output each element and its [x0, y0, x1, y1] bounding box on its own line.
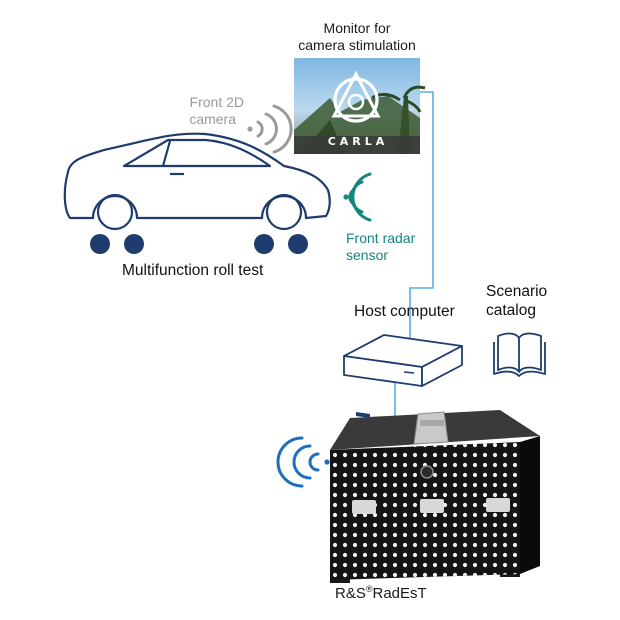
roller [124, 234, 144, 254]
radest-signal-icon [276, 436, 330, 488]
radest-side [520, 436, 540, 574]
monitor [294, 58, 426, 154]
car-windows [122, 138, 272, 168]
monitor-label-line1: Monitor for [323, 20, 391, 36]
front-camera-label-line1: Front 2D [189, 94, 244, 110]
monitor-label: Monitor for camera stimulation [284, 20, 430, 54]
front-camera-label: Front 2D camera [180, 94, 244, 128]
host-computer-icon [343, 334, 463, 419]
roller [288, 234, 308, 254]
camera-signal-icon [247, 104, 293, 154]
radest-label-prefix: R&S [335, 585, 366, 602]
car-body [63, 132, 331, 220]
front-camera-label-line2: camera [189, 110, 236, 127]
roll-test-label: Multifunction roll test [122, 262, 264, 279]
roll-test-rollers [90, 234, 308, 254]
monitor-label-line2: camera stimulation [298, 36, 416, 53]
front-radar-label: Front radar sensor [346, 230, 415, 264]
carla-logo-icon [331, 70, 381, 123]
book-icon [493, 332, 546, 377]
connection-lines [394, 91, 434, 420]
roller [90, 234, 110, 254]
car-pillar [161, 140, 172, 167]
monitor-road [294, 136, 420, 154]
car-outline [63, 132, 331, 231]
host-computer-label: Host computer [354, 303, 455, 320]
radest-port [486, 498, 510, 512]
radest-handle [413, 411, 449, 445]
carla-wordmark: CARLA [327, 135, 389, 148]
front-radar-label-line2: sensor [346, 246, 389, 263]
scenario-catalog-label: Scenario catalog [486, 283, 547, 320]
radest-port [352, 500, 376, 514]
scenario-catalog-label-line1: Scenario [486, 283, 548, 300]
front-radar-label-line1: Front radar [346, 230, 416, 246]
radest-port [420, 499, 444, 513]
car-wheel-front [265, 193, 303, 231]
radest-device [330, 410, 540, 583]
car-wheel-rear [96, 193, 134, 231]
radar-signal-icon [343, 172, 372, 222]
scenario-catalog-label-line2: catalog [486, 301, 536, 319]
host-side [421, 345, 463, 387]
radest-label: R&S®RadEsT [335, 584, 427, 603]
radest-label-reg: ® [365, 584, 373, 594]
monitor-host-link [409, 91, 434, 340]
radest-label-name: RadEsT [372, 585, 427, 602]
roller [254, 234, 274, 254]
